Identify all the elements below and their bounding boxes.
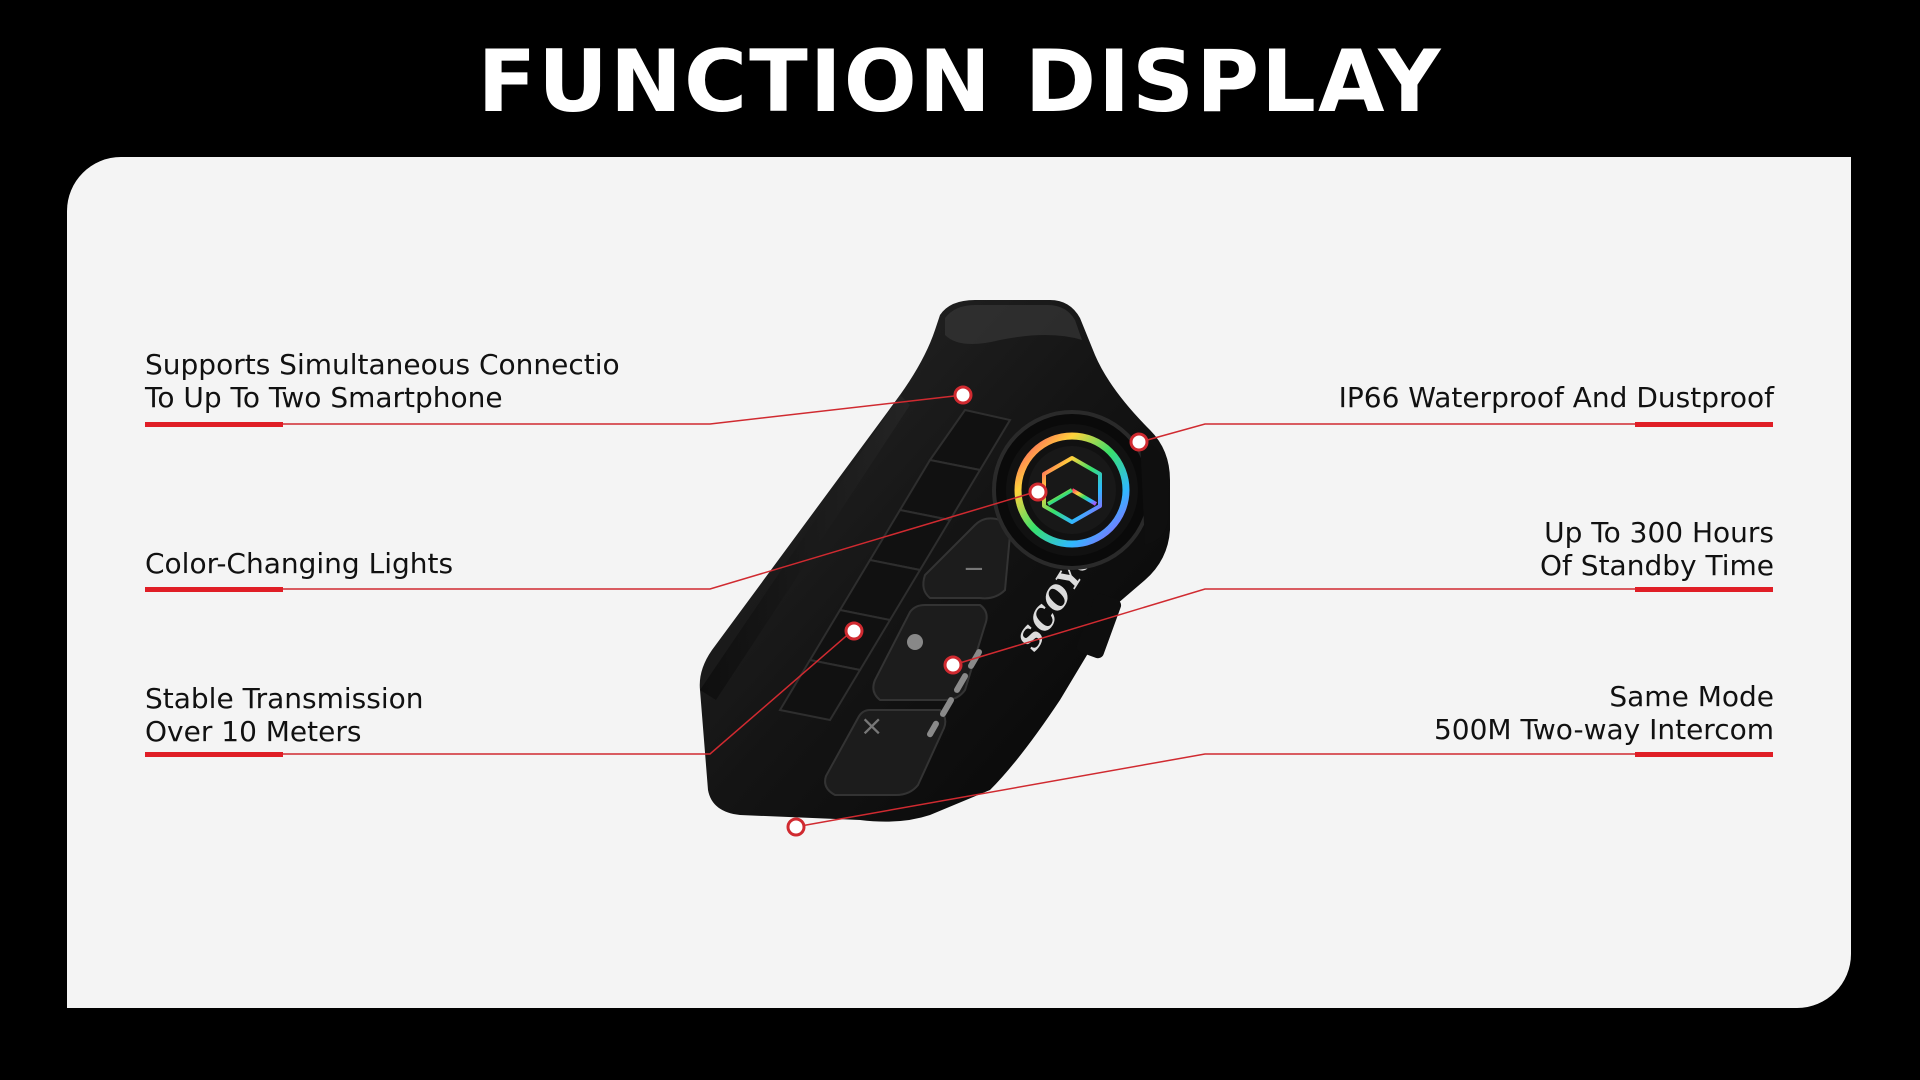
plus-icon: × [860, 709, 883, 742]
feature-dual-connection: Supports Simultaneous Connectio To Up To… [145, 348, 620, 414]
accent-underlines [145, 422, 1773, 757]
feature-text-line: To Up To Two Smartphone [145, 381, 503, 414]
feature-text-line: Stable Transmission [145, 682, 424, 715]
side-button-strip [778, 408, 1012, 722]
volume-up-button [824, 709, 947, 796]
feature-text-line: Supports Simultaneous Connectio [145, 348, 620, 381]
marker-dual-connection [953, 385, 973, 405]
rgb-light-ring [1014, 432, 1130, 548]
feature-standby: Up To 300 Hours Of Standby Time [1540, 516, 1774, 582]
leader-lines [145, 394, 1773, 828]
feature-intercom: Same Mode 500M Two-way Intercom [1434, 680, 1774, 746]
feature-text-line: Of Standby Time [1540, 549, 1774, 582]
voice-button [872, 604, 988, 701]
callout-markers [786, 385, 1149, 837]
main-light-button [992, 410, 1168, 659]
minus-icon: − [963, 554, 985, 584]
feature-color-lights: Color-Changing Lights [145, 547, 453, 580]
feature-text-line: Up To 300 Hours [1544, 516, 1774, 549]
marker-standby [943, 655, 963, 675]
marker-transmission [844, 621, 864, 641]
feature-text-line: Same Mode [1609, 680, 1774, 713]
feature-text-line: 500M Two-way Intercom [1433, 713, 1774, 746]
volume-down-button [922, 517, 1012, 600]
feature-text-line: Over 10 Meters [145, 715, 362, 748]
page-title: FUNCTION DISPLAY [477, 32, 1443, 132]
marker-color-lights [1028, 482, 1048, 502]
feature-text-line: Color-Changing Lights [145, 547, 454, 580]
voice-icon [907, 634, 923, 650]
feature-text-line: IP66 Waterproof And Dustproof [1338, 381, 1774, 414]
marker-intercom [786, 817, 806, 837]
charging-port-cover [1076, 593, 1122, 659]
feature-waterproof: IP66 Waterproof And Dustproof [1339, 381, 1774, 414]
feature-transmission: Stable Transmission Over 10 Meters [145, 682, 423, 748]
hexagon-logo-icon [1042, 456, 1102, 524]
marker-waterproof [1129, 432, 1149, 452]
